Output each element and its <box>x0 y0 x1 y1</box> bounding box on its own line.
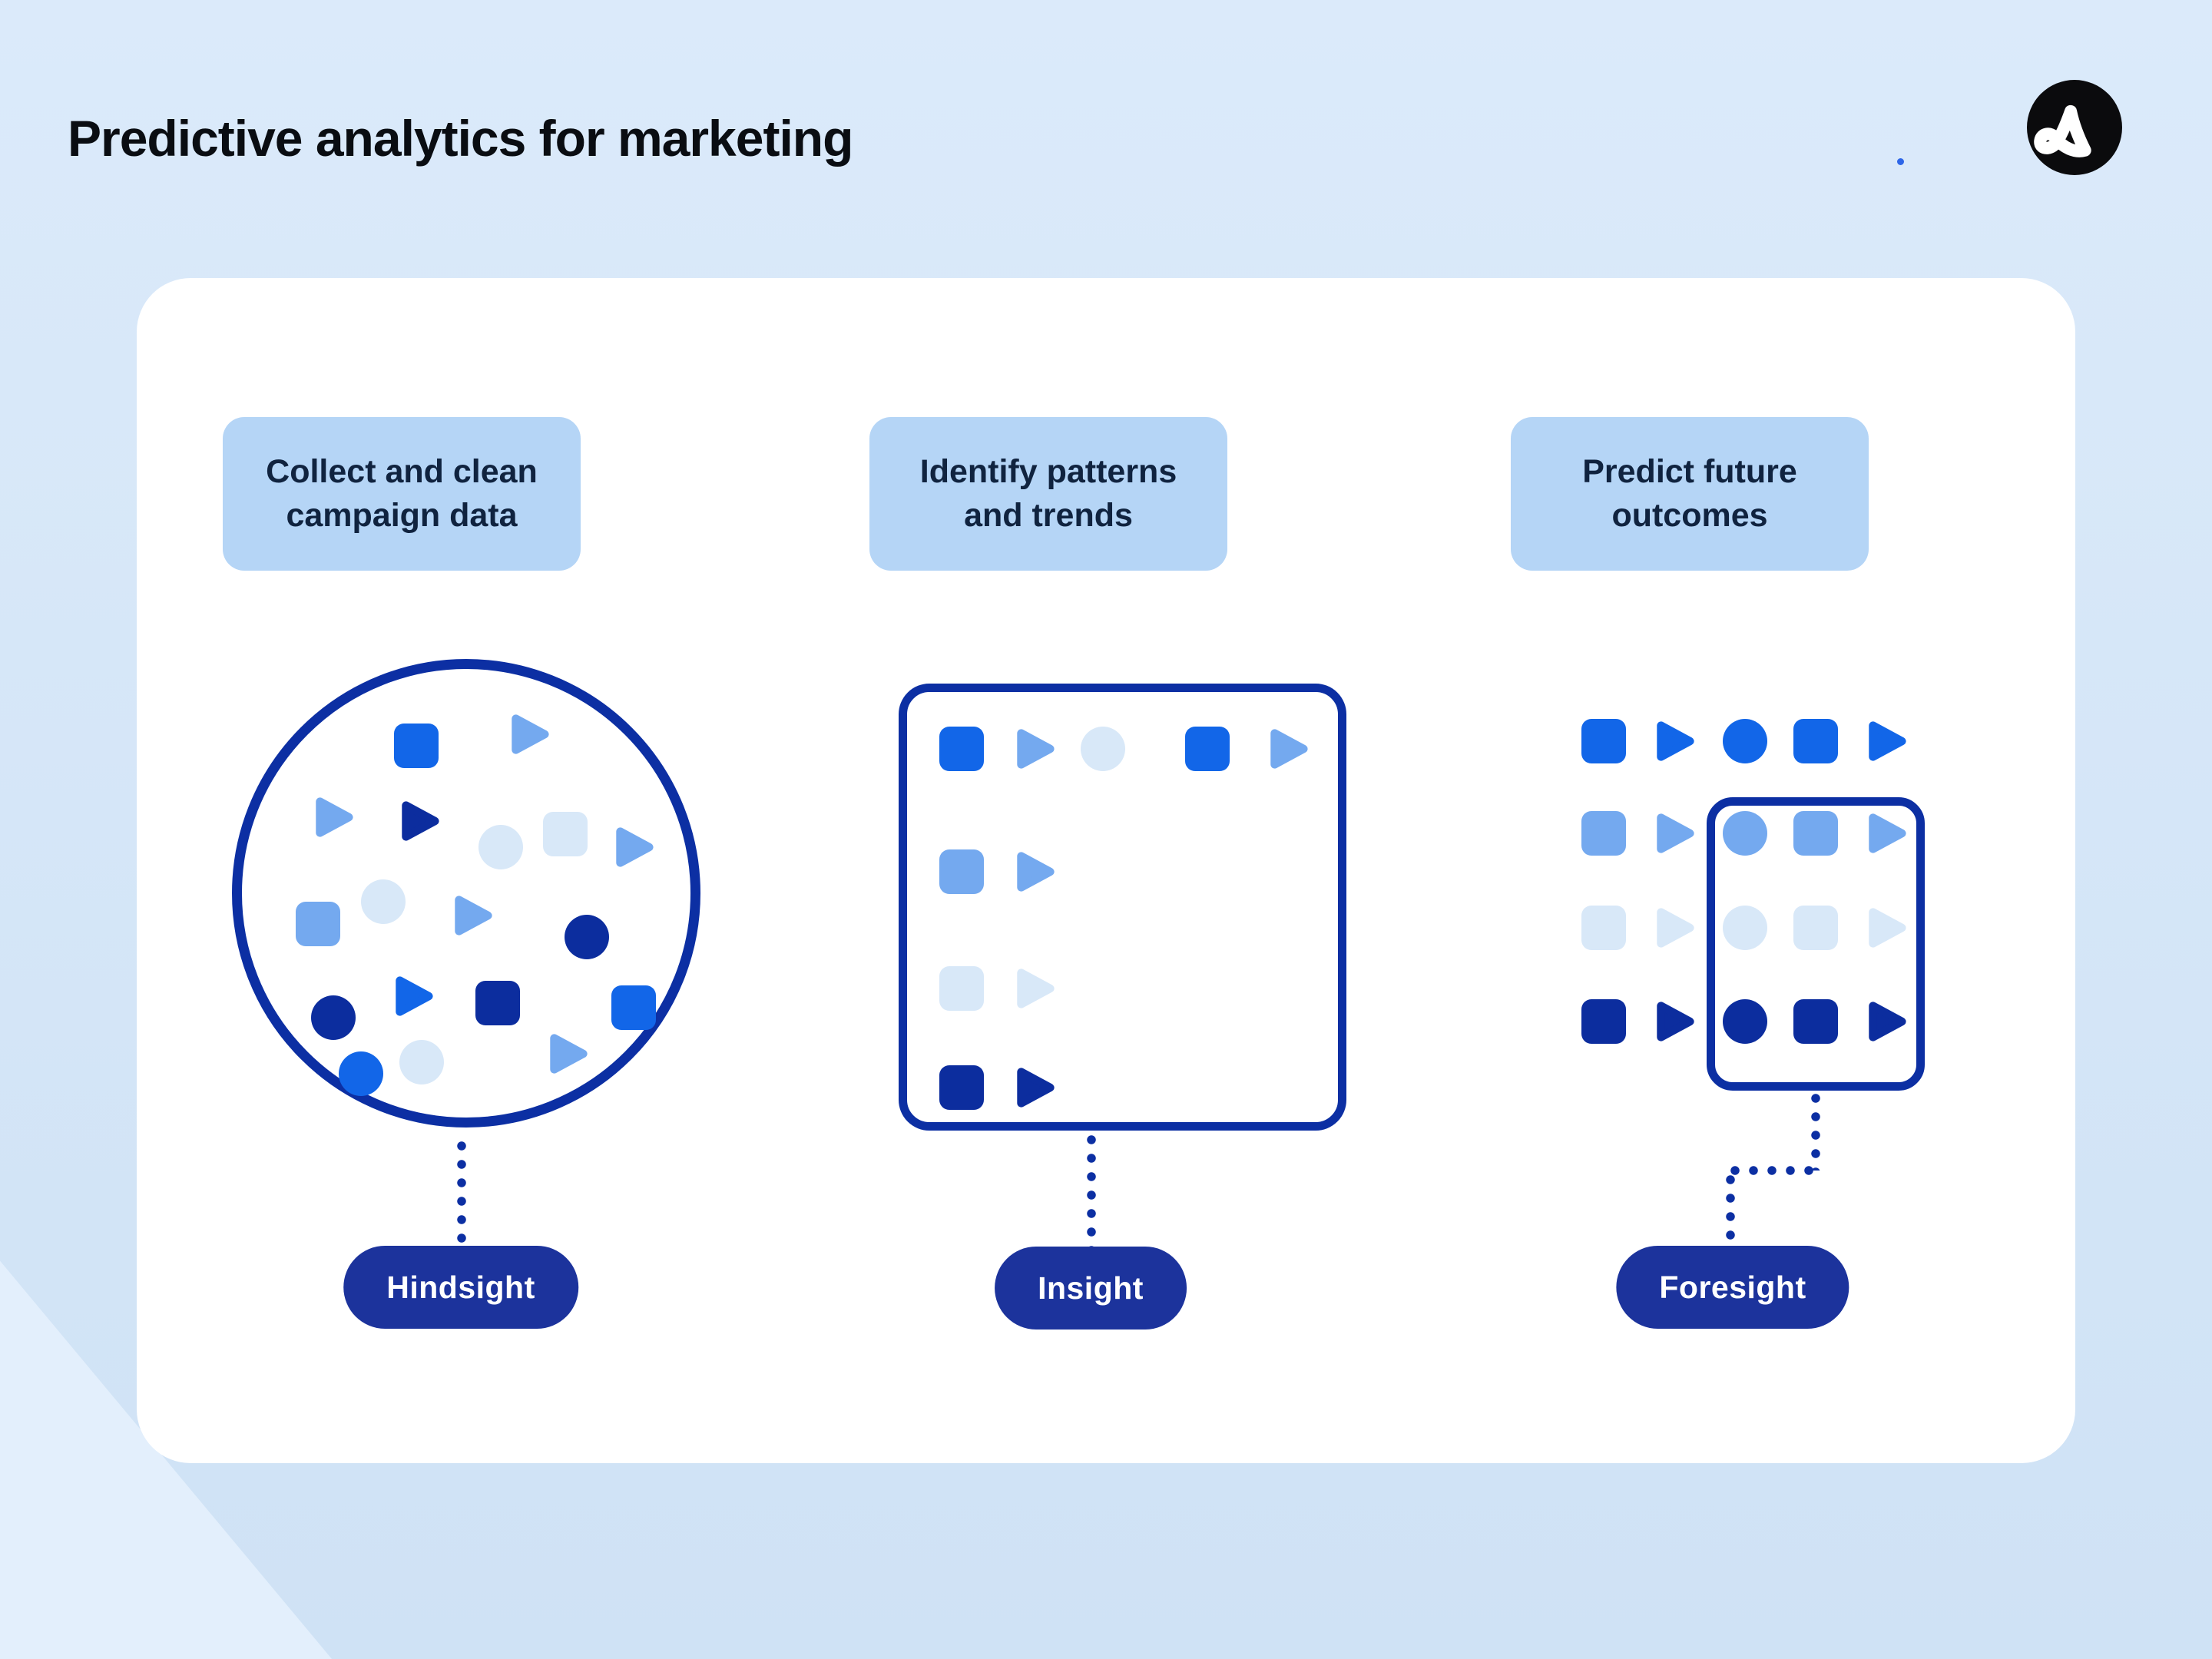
forecast-highlight-outline <box>1707 797 1925 1091</box>
triangle-shape-medium <box>1017 852 1055 892</box>
connector-insight <box>1087 1135 1096 1247</box>
triangle-shape-navy <box>1869 1002 1906 1041</box>
logo-a-glyph <box>2034 104 2091 157</box>
triangle-shape-light <box>1017 969 1055 1008</box>
circle-shape-light <box>1081 727 1125 771</box>
step-header-line: campaign data <box>286 497 518 534</box>
square-shape-navy <box>475 981 520 1025</box>
step-header-line: Identify patterns <box>919 453 1177 491</box>
circle-shape-light <box>1723 906 1767 950</box>
triangle-shape-navy <box>402 801 439 841</box>
page-title: Predictive analytics for marketing <box>68 110 853 167</box>
step-header-line: Predict future <box>1582 453 1797 491</box>
circle-shape-navy <box>1723 999 1767 1044</box>
square-shape-medium <box>296 902 340 946</box>
step-header-line: Collect and clean <box>266 453 538 491</box>
step-header-collect: Collect and clean campaign data <box>223 417 581 571</box>
circle-shape-light <box>361 879 406 924</box>
triangle-shape-medium <box>512 714 549 754</box>
square-shape-navy <box>939 1065 984 1110</box>
triangle-shape-light <box>1657 908 1694 948</box>
step-header-line: and trends <box>964 497 1133 534</box>
square-shape-navy <box>1793 999 1838 1044</box>
square-shape-bright <box>1185 727 1230 771</box>
circle-shape-light <box>478 825 523 869</box>
square-shape-light <box>1793 906 1838 950</box>
hindsight-pill: Hindsight <box>343 1246 578 1329</box>
triangle-shape-bright <box>1657 721 1694 761</box>
triangle-shape-medium <box>316 797 353 837</box>
square-shape-bright <box>394 724 439 768</box>
square-shape-bright <box>1581 719 1626 763</box>
triangle-shape-medium <box>455 896 492 935</box>
adjust-logo-icon <box>2027 80 2122 175</box>
square-shape-bright <box>1793 719 1838 763</box>
triangle-shape-medium <box>1869 813 1906 853</box>
triangle-shape-medium <box>1270 729 1308 769</box>
triangle-shape-bright <box>396 976 433 1016</box>
connector-foresight-segment <box>1730 1166 1820 1175</box>
step-header-predict: Predict future outcomes <box>1511 417 1869 571</box>
insight-pill: Insight <box>995 1247 1187 1330</box>
triangle-shape-navy <box>1017 1068 1055 1108</box>
foresight-pill: Foresight <box>1616 1246 1849 1329</box>
triangle-shape-medium <box>1657 813 1694 853</box>
circle-shape-light <box>399 1040 444 1084</box>
connector-foresight-segment <box>1811 1094 1820 1171</box>
connector-hindsight <box>457 1141 466 1247</box>
square-shape-light <box>543 812 588 856</box>
adjust-logo <box>2027 80 2122 175</box>
circle-shape-bright <box>339 1051 383 1096</box>
square-shape-light <box>939 966 984 1011</box>
square-shape-bright <box>611 985 656 1030</box>
circle-shape-navy <box>565 915 609 959</box>
accent-dot <box>1897 158 1904 165</box>
step-header-identify: Identify patterns and trends <box>869 417 1227 571</box>
triangle-shape-medium <box>616 827 654 867</box>
triangle-shape-navy <box>1657 1002 1694 1041</box>
square-shape-medium <box>1581 811 1626 856</box>
square-shape-light <box>1581 906 1626 950</box>
triangle-shape-light <box>1869 908 1906 948</box>
step-header-line: outcomes <box>1611 497 1768 534</box>
circle-shape-bright <box>1723 719 1767 763</box>
circle-shape-navy <box>311 995 356 1040</box>
triangle-shape-medium <box>1017 729 1055 769</box>
triangle-shape-bright <box>1869 721 1906 761</box>
connector-foresight-segment <box>1726 1175 1735 1247</box>
square-shape-medium <box>939 849 984 894</box>
triangle-shape-medium <box>550 1034 588 1074</box>
square-shape-navy <box>1581 999 1626 1044</box>
square-shape-bright <box>939 727 984 771</box>
square-shape-medium <box>1793 811 1838 856</box>
